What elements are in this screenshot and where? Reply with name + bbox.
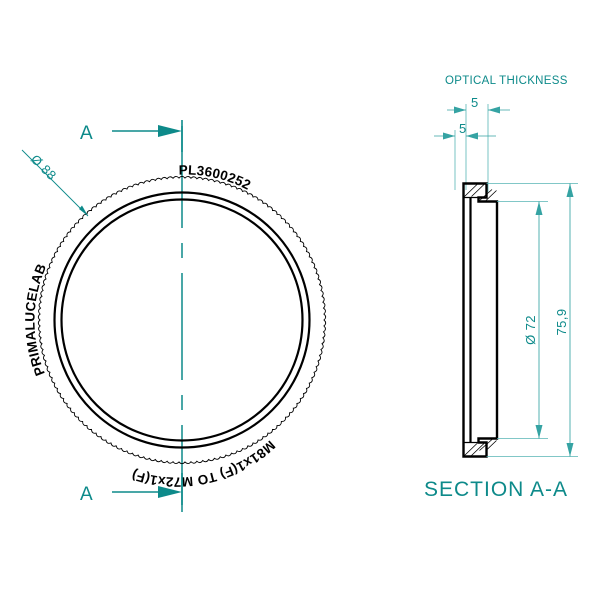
section-mark-bottom-label: A [80,484,93,505]
knurl-teeth-path [37,175,327,465]
front-view: PL3600252 PRIMALUCELAB M81x1(F) TO M72x1… [21,120,327,512]
ring-body-circles [53,191,311,449]
section-mark-top: A [80,120,183,152]
overall-height-text: 75,9 [554,309,569,336]
thickness-dim-outer: 5 [447,95,510,192]
ring-inner-circle [60,198,304,442]
section-hatching-bottom [464,439,497,456]
diameter-88-callout: Ø 88 [21,149,89,217]
section-profile [462,182,499,458]
bore-diameter-text: Ø 72 [523,315,538,345]
section-mark-top-label: A [80,123,93,144]
section-view: OPTICAL THICKNESS 5 5 [424,75,578,501]
bore-diameter-dim: Ø 72 [497,201,548,439]
overall-height-dim: 75,9 [486,183,578,457]
diameter-88-text: Ø 88 [28,152,60,184]
thickness-dim-inner-text: 5 [459,121,467,136]
section-body-outline [462,182,499,458]
thickness-dim-inner: 5 [434,121,496,190]
thickness-dim-outer-text: 5 [471,95,479,110]
section-view-title: SECTION A-A [424,478,568,501]
optical-thickness-label: OPTICAL THICKNESS [445,75,568,87]
ring-knurled-edge [37,175,327,465]
ring-part-number: PL3600252 [179,162,254,192]
ring-outer-circle [53,191,311,449]
section-hatching-top [464,184,497,201]
section-mark-bottom: A [80,473,183,505]
